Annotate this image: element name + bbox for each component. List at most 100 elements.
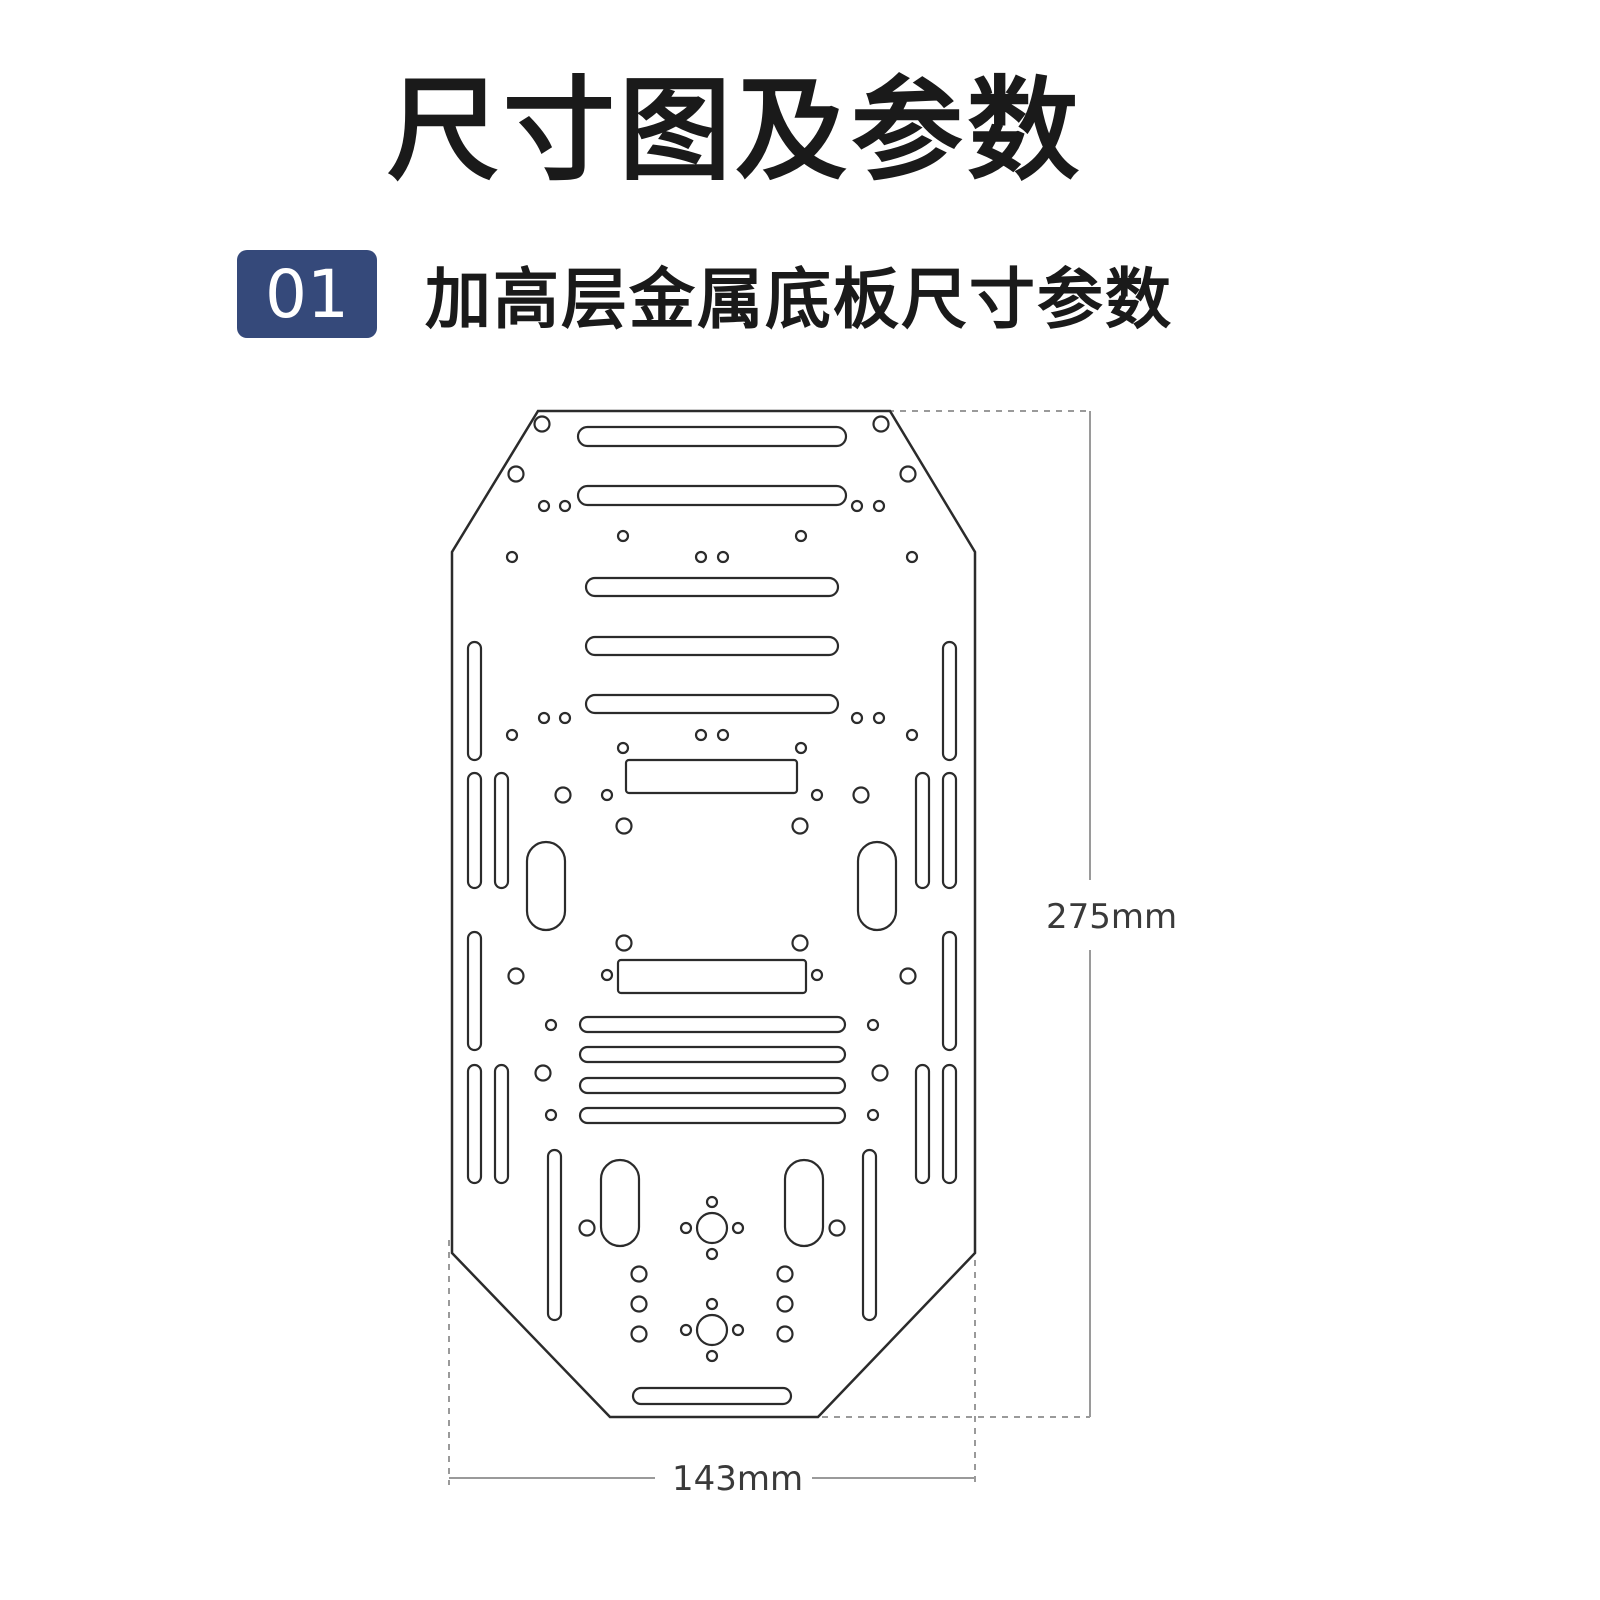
motor-mount xyxy=(679,1195,745,1261)
section-title: 加高层金属底板尺寸参数 xyxy=(425,261,1173,338)
hole xyxy=(533,415,551,433)
dimension-guides xyxy=(448,410,1091,1485)
hole xyxy=(507,465,525,483)
hole xyxy=(828,1219,846,1237)
hole xyxy=(872,415,890,433)
slot xyxy=(584,576,840,598)
mount-center-hole xyxy=(695,1313,729,1347)
slot xyxy=(576,425,848,448)
small-hole xyxy=(544,1108,558,1122)
hole xyxy=(578,1219,596,1237)
slot xyxy=(578,1045,847,1064)
side-slot xyxy=(941,640,958,762)
small-hole xyxy=(705,1195,719,1209)
small-hole xyxy=(716,550,730,564)
section-number-badge: 01 xyxy=(237,250,377,338)
hole xyxy=(507,967,525,985)
small-hole xyxy=(505,550,519,564)
width-dimension-label: 143mm xyxy=(672,1459,803,1499)
side-slot xyxy=(546,1148,563,1322)
hole xyxy=(852,786,870,804)
hole xyxy=(776,1325,794,1343)
hole xyxy=(554,786,572,804)
rect-cutout xyxy=(624,758,799,795)
hole xyxy=(871,1064,889,1082)
small-hole xyxy=(850,711,864,725)
hole xyxy=(615,934,633,952)
small-hole xyxy=(731,1221,745,1235)
small-hole xyxy=(872,499,886,513)
oval-cutout xyxy=(525,840,567,932)
hole xyxy=(791,934,809,952)
small-hole xyxy=(537,711,551,725)
small-hole xyxy=(810,788,824,802)
small-hole xyxy=(866,1108,880,1122)
hole xyxy=(776,1295,794,1313)
mount-center-hole xyxy=(695,1211,729,1245)
small-hole xyxy=(616,529,630,543)
hole xyxy=(630,1295,648,1313)
rect-cutout xyxy=(616,958,808,995)
small-hole xyxy=(537,499,551,513)
side-slot xyxy=(466,771,483,890)
side-slot xyxy=(861,1148,878,1322)
side-slot xyxy=(914,771,931,890)
small-hole xyxy=(694,728,708,742)
hole xyxy=(534,1064,552,1082)
small-hole xyxy=(679,1323,693,1337)
side-slot xyxy=(941,930,958,1052)
small-hole xyxy=(705,1349,719,1363)
slot xyxy=(631,1386,793,1406)
plate-outline xyxy=(450,409,977,1419)
hole xyxy=(791,817,809,835)
small-hole xyxy=(705,1297,719,1311)
small-hole xyxy=(794,741,808,755)
plate-features xyxy=(466,415,958,1406)
side-slot xyxy=(941,771,958,890)
small-hole xyxy=(558,711,572,725)
height-dimension-label: 275mm xyxy=(1046,897,1177,937)
small-hole xyxy=(616,741,630,755)
slot xyxy=(576,484,848,507)
small-hole xyxy=(794,529,808,543)
small-hole xyxy=(544,1018,558,1032)
section-header: 01 加高层金属底板尺寸参数 xyxy=(237,250,1173,338)
small-hole xyxy=(810,968,824,982)
hole xyxy=(630,1265,648,1283)
hole xyxy=(630,1325,648,1343)
small-hole xyxy=(905,728,919,742)
small-hole xyxy=(505,728,519,742)
side-slot xyxy=(493,771,510,890)
small-hole xyxy=(731,1323,745,1337)
small-hole xyxy=(679,1221,693,1235)
oval-cutout xyxy=(783,1158,825,1248)
side-slot xyxy=(493,1063,510,1185)
small-hole xyxy=(705,1247,719,1261)
small-hole xyxy=(716,728,730,742)
small-hole xyxy=(694,550,708,564)
hole xyxy=(899,465,917,483)
small-hole xyxy=(866,1018,880,1032)
hole xyxy=(899,967,917,985)
slot xyxy=(578,1106,847,1125)
hole xyxy=(615,817,633,835)
slot xyxy=(584,635,840,657)
small-hole xyxy=(600,788,614,802)
side-slot xyxy=(466,930,483,1052)
hole xyxy=(776,1265,794,1283)
slot xyxy=(578,1015,847,1034)
slot xyxy=(584,693,840,715)
small-hole xyxy=(850,499,864,513)
small-hole xyxy=(872,711,886,725)
slot xyxy=(578,1076,847,1095)
small-hole xyxy=(558,499,572,513)
small-hole xyxy=(905,550,919,564)
oval-cutout xyxy=(599,1158,641,1248)
side-slot xyxy=(941,1063,958,1185)
page-title: 尺寸图及参数 xyxy=(387,66,1083,196)
motor-mount xyxy=(679,1297,745,1363)
side-slot xyxy=(914,1063,931,1185)
side-slot xyxy=(466,640,483,762)
side-slot xyxy=(466,1063,483,1185)
